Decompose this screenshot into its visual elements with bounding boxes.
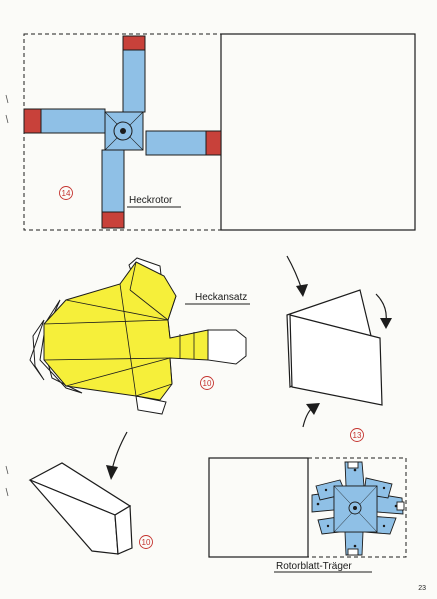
heckansatz-part <box>29 257 247 415</box>
rotor-hub-icon <box>113 121 133 141</box>
part-number-heckansatz: 10 <box>203 379 212 388</box>
part-number-ring <box>200 376 214 390</box>
curved-arrow-icon <box>375 293 392 329</box>
heckrotor-label: Heckrotor <box>129 195 173 206</box>
rotorblatt-traeger-panel <box>208 457 407 558</box>
rivet-dots <box>316 468 398 548</box>
part-number-wedge: 10 <box>142 538 151 547</box>
page-number: 23 <box>418 585 426 592</box>
part-number-ring <box>350 428 364 442</box>
heckansatz-label: Heckansatz <box>195 292 247 303</box>
part-number-ring <box>139 535 153 549</box>
folded-piece <box>286 289 383 406</box>
rotorblatt-traeger-label: Rotorblatt-Träger <box>276 561 352 572</box>
tail-rotor-part <box>23 35 222 229</box>
part-number-ring <box>59 186 73 200</box>
heckrotor-panel: 14 Heckrotor <box>23 33 416 231</box>
part-number-fold-piece: 13 <box>353 431 362 440</box>
dashed-cut-border <box>307 457 407 558</box>
glue-panel <box>220 33 416 231</box>
curved-arrow-icon <box>302 403 320 428</box>
curved-arrow-icon <box>106 431 128 480</box>
curved-arrow-icon <box>286 255 308 297</box>
rotor-hub-icon <box>348 501 362 515</box>
margin-marks <box>5 94 9 497</box>
rotor-blade-carrier-part <box>311 461 405 556</box>
part-number-heckrotor: 14 <box>62 189 71 198</box>
glue-panel <box>208 457 309 558</box>
wedge-piece <box>28 462 133 555</box>
